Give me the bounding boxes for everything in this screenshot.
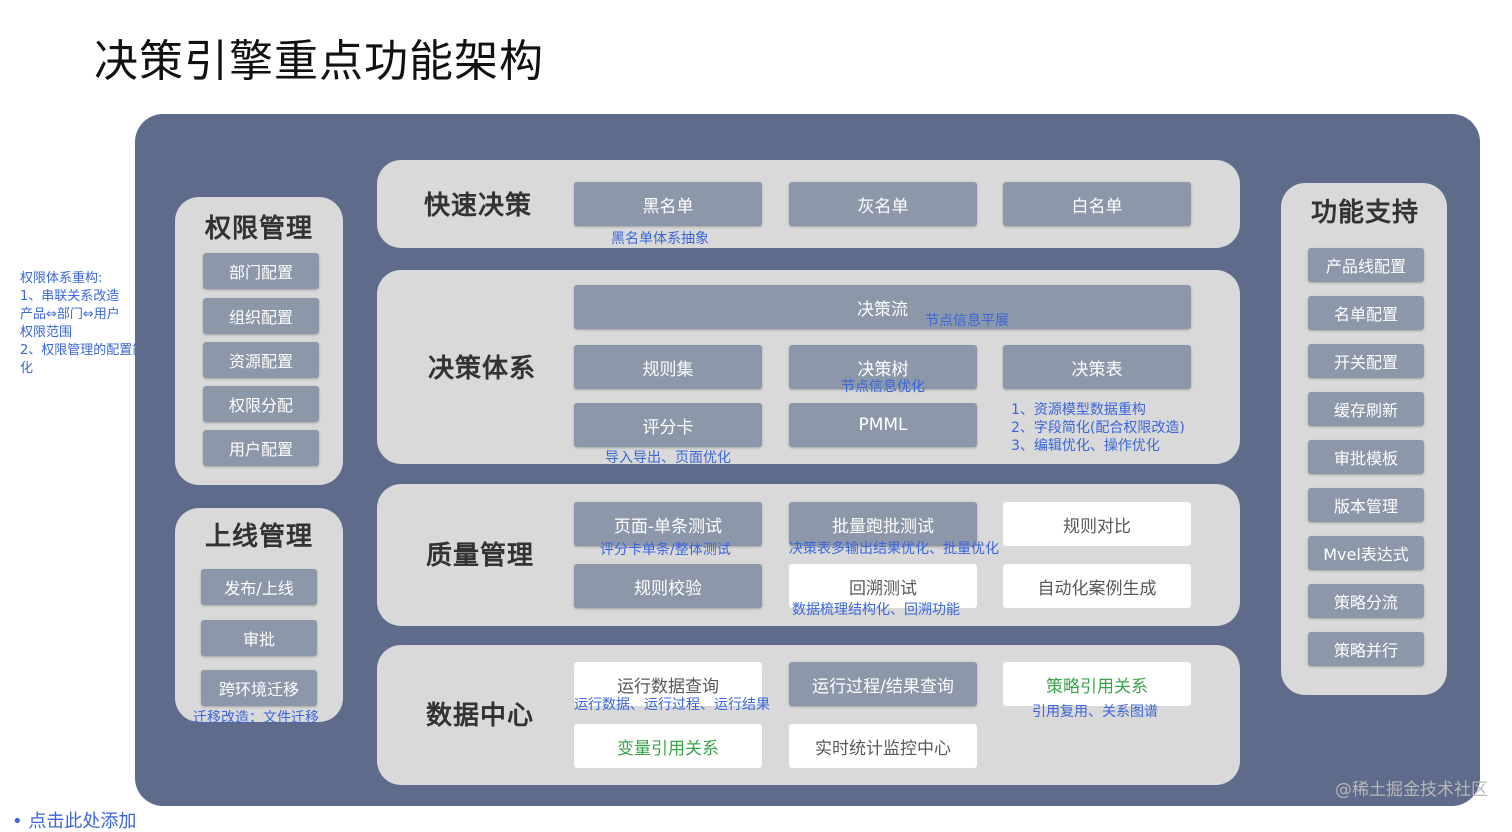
quality-title: 质量管理 bbox=[426, 541, 535, 571]
support-item-list-config[interactable]: 名单配置 bbox=[1308, 296, 1424, 330]
batch-test-note: 决策表多输出结果优化、批量优化 bbox=[789, 541, 999, 557]
scorecard-box[interactable]: 评分卡 bbox=[574, 403, 762, 447]
permission-item-assignment[interactable]: 权限分配 bbox=[203, 386, 319, 422]
decision-table-note: 1、资源模型数据重构 2、字段简化(配合权限改造) 3、编辑优化、操作优化 bbox=[1011, 402, 1185, 454]
support-item-strategy-split[interactable]: 策略分流 bbox=[1308, 584, 1424, 618]
single-test-box[interactable]: 页面-单条测试 bbox=[574, 502, 762, 546]
release-title: 上线管理 bbox=[205, 522, 314, 552]
release-item-publish[interactable]: 发布/上线 bbox=[201, 569, 317, 605]
single-test-note: 评分卡单条/整体测试 bbox=[600, 542, 731, 558]
backtest-note: 数据梳理结构化、回溯功能 bbox=[792, 602, 960, 618]
data-center-title: 数据中心 bbox=[426, 701, 535, 731]
support-title: 功能支持 bbox=[1311, 198, 1420, 228]
run-data-query-box[interactable]: 运行数据查询 bbox=[574, 662, 762, 706]
ruleset-box[interactable]: 规则集 bbox=[574, 345, 762, 389]
decision-tree-box[interactable]: 决策树 bbox=[789, 345, 977, 389]
support-item-version[interactable]: 版本管理 bbox=[1308, 488, 1424, 522]
decision-flow-box[interactable]: 决策流 bbox=[574, 285, 1191, 329]
support-item-product-line[interactable]: 产品线配置 bbox=[1308, 248, 1424, 282]
run-data-query-note: 运行数据、运行过程、运行结果 bbox=[574, 697, 770, 713]
release-item-migration[interactable]: 跨环境迁移 bbox=[201, 670, 317, 706]
permission-refactor-note: 权限体系重构: 1、串联关系改造 产品⇔部门⇔用户 权限范围 2、权限管理的配置… bbox=[20, 271, 146, 376]
scorecard-note: 导入导出、页面优化 bbox=[605, 450, 731, 466]
support-item-switch-config[interactable]: 开关配置 bbox=[1308, 344, 1424, 378]
decision-table-box[interactable]: 决策表 bbox=[1003, 345, 1191, 389]
page-title: 决策引擎重点功能架构 bbox=[94, 36, 544, 87]
permission-item-department[interactable]: 部门配置 bbox=[203, 253, 319, 289]
graylist-box[interactable]: 灰名单 bbox=[789, 182, 977, 226]
decision-tree-note: 节点信息优化 bbox=[841, 379, 925, 395]
release-migration-note: 迁移改造：文件迁移 bbox=[193, 710, 319, 726]
blacklist-box[interactable]: 黑名单 bbox=[574, 182, 762, 226]
monitor-center-box[interactable]: 实时统计监控中心 bbox=[789, 724, 977, 768]
permission-item-user[interactable]: 用户配置 bbox=[203, 430, 319, 466]
support-item-cache-refresh[interactable]: 缓存刷新 bbox=[1308, 392, 1424, 426]
batch-test-box[interactable]: 批量跑批测试 bbox=[789, 502, 977, 546]
decision-system-title: 决策体系 bbox=[428, 354, 537, 384]
decision-flow-note: 节点信息平展 bbox=[925, 313, 1009, 329]
permission-item-resource[interactable]: 资源配置 bbox=[203, 342, 319, 378]
permission-item-organization[interactable]: 组织配置 bbox=[203, 298, 319, 334]
variable-reference-box[interactable]: 变量引用关系 bbox=[574, 724, 762, 768]
fast-decision-title: 快速决策 bbox=[424, 191, 533, 221]
rule-verify-box[interactable]: 规则校验 bbox=[574, 564, 762, 608]
support-item-mvel[interactable]: Mvel表达式 bbox=[1308, 536, 1424, 570]
watermark: @稀土掘金技术社区 bbox=[1335, 780, 1488, 800]
process-query-box[interactable]: 运行过程/结果查询 bbox=[789, 662, 977, 706]
auto-case-box[interactable]: 自动化案例生成 bbox=[1003, 564, 1191, 608]
support-item-strategy-parallel[interactable]: 策略并行 bbox=[1308, 632, 1424, 666]
permission-title: 权限管理 bbox=[205, 214, 314, 244]
release-item-approval[interactable]: 审批 bbox=[201, 620, 317, 656]
strategy-reference-box[interactable]: 策略引用关系 bbox=[1003, 662, 1191, 706]
strategy-reference-note: 引用复用、关系图谱 bbox=[1032, 704, 1158, 720]
support-item-approval-template[interactable]: 审批模板 bbox=[1308, 440, 1424, 474]
blacklist-note: 黑名单体系抽象 bbox=[611, 231, 709, 247]
pmml-box[interactable]: PMML bbox=[789, 403, 977, 447]
backtest-box[interactable]: 回溯测试 bbox=[789, 564, 977, 608]
rule-compare-box[interactable]: 规则对比 bbox=[1003, 502, 1191, 546]
whitelist-box[interactable]: 白名单 bbox=[1003, 182, 1191, 226]
add-content-hint[interactable]: • 点击此处添加 bbox=[12, 811, 137, 832]
